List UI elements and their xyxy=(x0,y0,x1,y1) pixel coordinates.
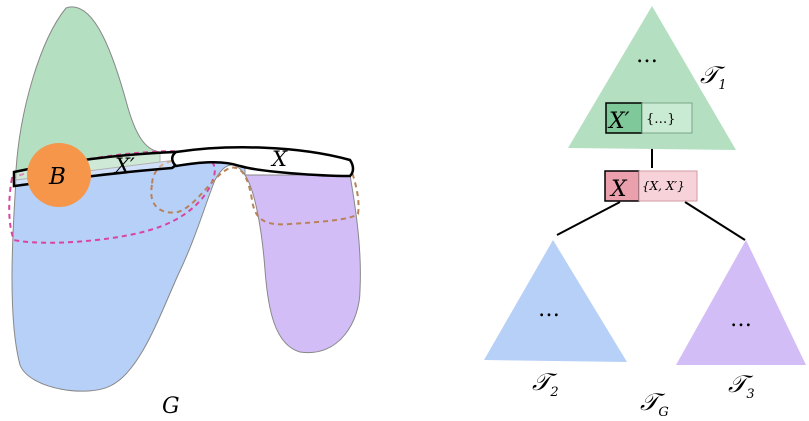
node-x-prime-box xyxy=(605,102,643,134)
bag-x-outline xyxy=(171,146,355,178)
ball-b-label: B xyxy=(48,164,66,190)
bag-x-label: X xyxy=(270,147,288,171)
subtree-t3-label: 𝒯3 xyxy=(728,370,755,402)
tree-edge-x-to-t3 xyxy=(684,201,746,241)
node-x-prime-annotation-box xyxy=(641,102,693,134)
node-x-prime-label: X′ xyxy=(607,109,630,134)
subtree-t1-label: 𝒯1 xyxy=(700,61,727,93)
node-x-label: X xyxy=(609,177,628,202)
node-x-prime-annotation: {…} xyxy=(646,112,676,127)
subtree-t3-triangle xyxy=(676,240,806,365)
tree-edge-x-to-t2 xyxy=(556,201,621,236)
subtree-t1-ellipsis: … xyxy=(636,43,658,68)
blue-region xyxy=(11,159,246,392)
subtree-t2-triangle xyxy=(484,240,627,362)
tree-decomposition: … 𝒯1 X′ {…} X {X, X′} … 𝒯2 … 𝒯3 𝒯G xyxy=(484,6,806,420)
graph-g: B X′ X G xyxy=(8,6,361,419)
tree-label-tg: 𝒯G xyxy=(640,388,669,420)
graph-label-g: G xyxy=(162,394,180,419)
green-region xyxy=(15,6,161,181)
ball-b xyxy=(27,143,91,207)
node-x-annotation: {X, X′} xyxy=(642,179,685,193)
node-x-annotation-box xyxy=(638,170,698,202)
node-x-box xyxy=(604,170,640,202)
purple-region xyxy=(244,174,361,354)
subtree-t2-label: 𝒯2 xyxy=(532,368,559,400)
subtree-t3-ellipsis: … xyxy=(730,307,752,332)
subtree-t2-ellipsis: … xyxy=(538,297,560,322)
bag-x-prime-label: X′ xyxy=(113,154,135,178)
